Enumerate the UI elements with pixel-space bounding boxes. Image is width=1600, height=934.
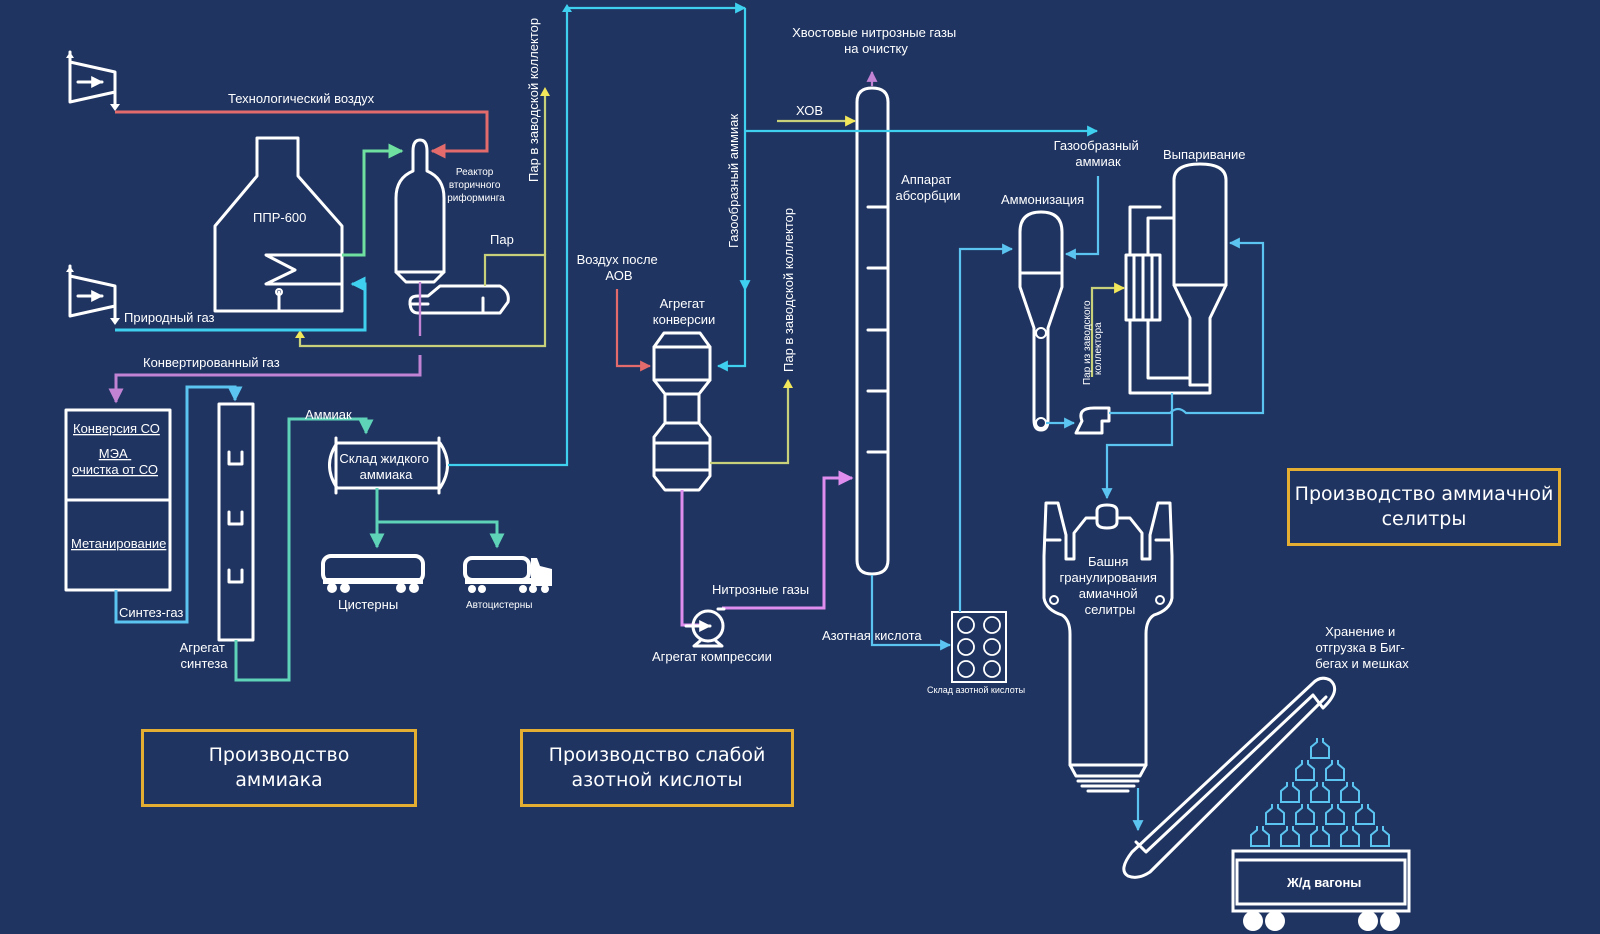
steam-to-header-label-2: Пар в заводской коллектор: [781, 208, 796, 372]
mea-label: МЭА очистка от СО: [72, 446, 158, 477]
liquid-ammonia-storage: [328, 436, 449, 495]
air-compressor-icon: [66, 50, 120, 111]
conversion-unit-label: Агрегат конверсии: [653, 296, 716, 327]
reformed-gas-line: [342, 143, 404, 257]
pump-to-evaporator-line: [1109, 237, 1265, 415]
liquid-ammonia-storage-label: Склад жидкого аммиака: [339, 451, 432, 482]
big-bag-icon: [1280, 782, 1300, 803]
synthesis-gas-line: [114, 385, 243, 624]
big-bag-icon: [1295, 760, 1315, 781]
nitric-acid-storage-label: Склад азотной кислоты: [927, 685, 1025, 695]
natural-gas-label: Природный газ: [124, 310, 215, 325]
big-bag-icon: [1310, 738, 1330, 759]
nitric-acid-label: Азотная кислота: [822, 628, 922, 643]
converted-gas-label: Конвертированный газ: [143, 355, 280, 370]
ammonization-label: Аммонизация: [1001, 192, 1084, 207]
xov-label: ХОВ: [796, 103, 823, 118]
secondary-reformer-label: Реактор вторичного риформинга: [447, 167, 505, 204]
big-bag-icon: [1250, 826, 1270, 847]
section-ammonium-nitrate-production: Производство аммиачной селитры: [1287, 468, 1561, 546]
evaporator: [1124, 162, 1228, 395]
prilling-tower-label: Башня гранулирования амиачной селитры: [1060, 554, 1161, 617]
nitric-acid-storage: [951, 611, 1007, 683]
waste-heat-boiler: [408, 284, 510, 315]
road-tanker-icon: [463, 556, 552, 593]
conversion-unit: [652, 331, 712, 492]
big-bag-icon: [1325, 804, 1345, 825]
steam-from-header-label: Пар из заводского коллектора: [1082, 298, 1104, 385]
rail-tanks-label: Цистерны: [338, 597, 398, 612]
process-air-line: [115, 110, 489, 159]
synthesis-unit-label: Агрегат синтеза: [180, 640, 229, 671]
absorption-unit-label: Аппарат абсорбции: [895, 172, 960, 203]
nitrous-gases-line-2: [722, 470, 854, 610]
ammonia-line: [234, 417, 374, 682]
melt-to-tower-line: [1101, 393, 1174, 500]
process-air-label: Технологический воздух: [228, 91, 375, 106]
big-bag-icon: [1310, 826, 1330, 847]
synthesis-gas-label: Синтез-газ: [119, 605, 183, 620]
big-bag-icon: [1295, 804, 1315, 825]
compression-unit-icon: [684, 607, 726, 648]
pump-icon: [1074, 406, 1111, 435]
methanation-label: Метанирование: [71, 536, 166, 551]
steam-from-header-line: [1090, 282, 1126, 377]
acid-to-ammonization-line: [958, 243, 1014, 612]
tail-gases-label: Хвостовые нитрозные газы на очистку: [792, 25, 960, 56]
evaporation-label: Выпаривание: [1163, 147, 1245, 162]
co-conversion-label: Конверсия СО: [73, 421, 160, 436]
gas-compressor-icon: [66, 264, 120, 325]
big-bags-icon: [1250, 738, 1390, 847]
natural-gas-line: [115, 276, 367, 332]
ppr600-label: ППР-600: [253, 210, 306, 225]
secondary-reformer: [394, 138, 446, 284]
ppr600-reformer: [213, 136, 344, 313]
storage-shipping-label: Хранение и отгрузка в Биг- бегах и мешка…: [1315, 624, 1409, 671]
big-bag-icon: [1355, 804, 1375, 825]
prilling-tower: [1042, 501, 1174, 793]
rail-wagon-icon: [1231, 849, 1411, 931]
nitric-acid-line: [870, 575, 952, 651]
gaseous-ammonia-feed-line: [1064, 176, 1100, 260]
nitrous-gases-line-1: [680, 490, 700, 627]
steam-line-1: [298, 253, 547, 348]
compression-unit-label: Агрегат компрессии: [652, 649, 772, 664]
big-bag-icon: [1340, 826, 1360, 847]
gaseous-ammonia-label: Газообразный аммиак: [1054, 138, 1143, 169]
section-nitric-acid-production: Производство слабой азотной кислоты: [520, 729, 794, 807]
ammonization-vessel: [1018, 210, 1064, 432]
rail-tank-icon: [321, 554, 425, 593]
road-tankers-label: Автоцистерны: [466, 600, 532, 611]
big-bag-icon: [1340, 782, 1360, 803]
big-bag-icon: [1265, 804, 1285, 825]
big-bag-icon: [1280, 826, 1300, 847]
steam-label: Пар: [490, 232, 514, 247]
steam-line-2: [710, 386, 790, 465]
gas-purification-block: [64, 408, 172, 592]
air-after-aov-line: [615, 289, 652, 372]
big-bag-icon: [1325, 760, 1345, 781]
rail-wagons-label: Ж/д вагоны: [1286, 875, 1361, 890]
converted-gas-line: [108, 355, 422, 404]
section-ammonia-production: Производство аммиака: [141, 729, 417, 807]
steam-to-header-label-1: Пар в заводской коллектор: [526, 18, 541, 182]
ammonia-label: Аммиак: [305, 407, 352, 422]
gaseous-ammonia-line: [448, 2, 747, 467]
nitrous-gases-label: Нитрозные газы: [712, 582, 809, 597]
synthesis-column: [217, 402, 255, 642]
air-after-aov-label: Воздух после АОВ: [577, 252, 662, 283]
big-bag-icon: [1310, 782, 1330, 803]
big-bag-icon: [1370, 826, 1390, 847]
gaseous-ammonia-vertical-label: Газообразный аммиак: [726, 114, 741, 248]
conveyor-icon: [1122, 676, 1337, 879]
absorption-column: [855, 86, 890, 576]
